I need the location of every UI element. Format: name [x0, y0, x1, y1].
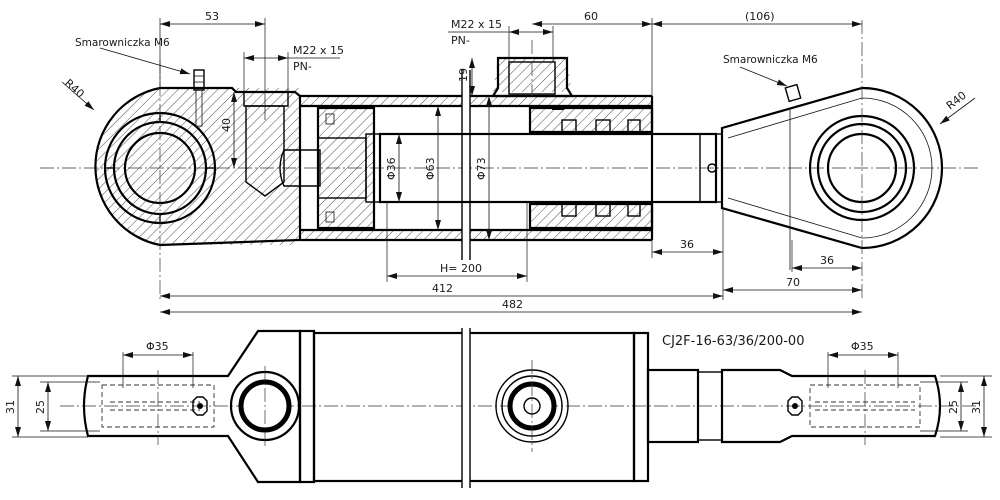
section-view: 53 M22 x 15 PN- 40 M22 x 15 PN- 60 — [40, 10, 980, 315]
svg-text:36: 36 — [680, 238, 694, 251]
svg-text:70: 70 — [786, 276, 800, 289]
svg-text:60: 60 — [584, 10, 598, 23]
svg-text:53: 53 — [205, 10, 219, 23]
svg-text:PN-: PN- — [451, 34, 470, 47]
dimension-482: 482 — [160, 298, 862, 315]
svg-text:31: 31 — [970, 400, 983, 414]
gland — [528, 106, 654, 230]
dimension-eye-36: 36 — [791, 240, 862, 272]
dimension-19: 19 — [457, 58, 475, 96]
svg-text:M22 x 15: M22 x 15 — [451, 18, 502, 31]
svg-text:25: 25 — [34, 400, 47, 414]
right-rod-eye — [715, 20, 944, 300]
radius-right: R40 — [939, 89, 976, 125]
svg-text:40: 40 — [220, 118, 233, 132]
svg-text:482: 482 — [502, 298, 523, 311]
plan-dim-left-pin: Φ35 — [122, 340, 194, 388]
svg-text:25: 25 — [947, 400, 960, 414]
dimension-rod-end-36: 36 — [651, 208, 724, 300]
svg-text:Φ36: Φ36 — [385, 157, 398, 180]
svg-text:(106): (106) — [745, 10, 775, 23]
svg-text:R40: R40 — [944, 89, 969, 113]
middle-port-boss — [491, 40, 574, 98]
svg-text:Φ35: Φ35 — [146, 340, 169, 353]
dimension-70: 70 — [723, 276, 862, 293]
svg-text:Smarowniczka M6: Smarowniczka M6 — [75, 37, 170, 49]
dimension-40: 40 — [220, 92, 237, 168]
part-code: CJ2F-16-63/36/200-00 — [662, 334, 804, 349]
svg-text:PN-: PN- — [293, 60, 312, 73]
svg-text:412: 412 — [432, 282, 453, 295]
dimension-rod-dia: Φ36 — [385, 134, 402, 202]
svg-text:36: 36 — [820, 254, 834, 267]
svg-text:Φ35: Φ35 — [851, 340, 874, 353]
left-port — [243, 91, 321, 197]
svg-text:M22 x 15: M22 x 15 — [293, 44, 344, 57]
plan-dim-right-pin: Φ35 — [827, 340, 899, 388]
svg-text:H= 200: H= 200 — [440, 262, 482, 275]
plan-dim-right-25: 25 — [920, 381, 968, 432]
dimension-port-mid: M22 x 15 PN- — [448, 18, 554, 62]
plan-left-clevis — [82, 329, 316, 484]
svg-text:R40: R40 — [62, 77, 87, 101]
piston — [316, 106, 381, 230]
note-grease-left: Smarowniczka M6 — [75, 37, 191, 75]
plan-tube — [312, 328, 650, 488]
plan-right-rod-eye — [646, 368, 942, 445]
plan-view: CJ2F-16-63/36/200-00 Φ35 31 25 Φ35 — [4, 328, 992, 488]
plan-dim-left-25: 25 — [34, 381, 100, 432]
grease-nipple-right — [784, 83, 802, 103]
dimension-bore-dia: Φ63 — [424, 106, 441, 230]
dimension-53: 53 — [159, 10, 266, 120]
svg-text:Φ73: Φ73 — [475, 157, 488, 180]
grease-nipple-left — [193, 69, 205, 127]
svg-text:Smarowniczka M6: Smarowniczka M6 — [723, 54, 818, 66]
dimension-60: 60 — [532, 10, 653, 96]
plan-dim-right-31: 31 — [940, 375, 992, 438]
svg-text:19: 19 — [457, 68, 470, 82]
dimension-tube-od: Φ73 — [475, 96, 492, 240]
svg-text:31: 31 — [4, 400, 17, 414]
dimension-stroke: H= 200 — [386, 202, 528, 282]
dimension-412: 412 — [160, 282, 723, 299]
dimension-port-left: M22 x 15 PN- — [243, 44, 344, 92]
dimension-106: (106) — [652, 10, 862, 27]
svg-text:Φ63: Φ63 — [424, 157, 437, 180]
radius-left: R40 — [61, 77, 95, 111]
plan-dim-left-31: 31 — [4, 375, 88, 438]
note-grease-right: Smarowniczka M6 — [723, 54, 818, 87]
left-clevis-eye — [94, 60, 302, 300]
